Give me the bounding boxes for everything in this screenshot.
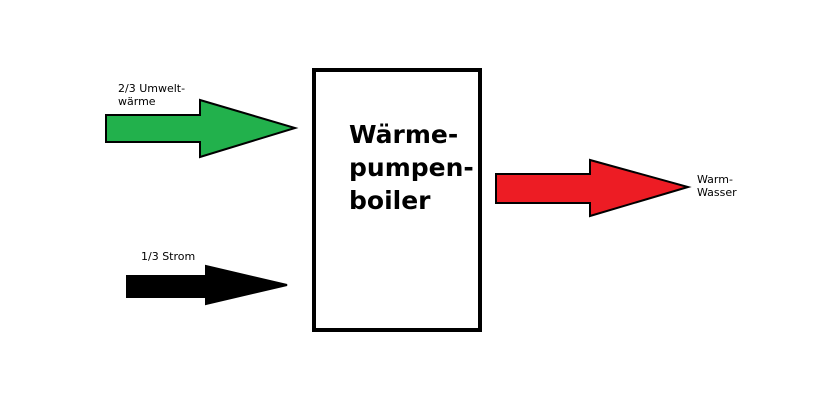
- title-line: Wärme-: [349, 120, 459, 149]
- red-arrow: [495, 158, 692, 218]
- label-line: Warm-: [697, 173, 733, 186]
- electricity-label: 1/3 Strom: [141, 250, 196, 263]
- title-line: pumpen-: [349, 153, 474, 182]
- black-arrow: [126, 264, 288, 306]
- title-line: boiler: [349, 186, 431, 215]
- green-arrow: [105, 98, 299, 159]
- heat-pump-boiler-box: [312, 68, 482, 332]
- label-line: 2/3 Umwelt-: [118, 82, 186, 95]
- box-title: Wärme- pumpen- boiler: [349, 118, 474, 217]
- warm-water-label: Warm- Wasser: [697, 173, 737, 199]
- label-line: wärme: [118, 95, 156, 108]
- label-line: Wasser: [697, 186, 737, 199]
- ambient-heat-label: 2/3 Umwelt- wärme: [118, 82, 185, 108]
